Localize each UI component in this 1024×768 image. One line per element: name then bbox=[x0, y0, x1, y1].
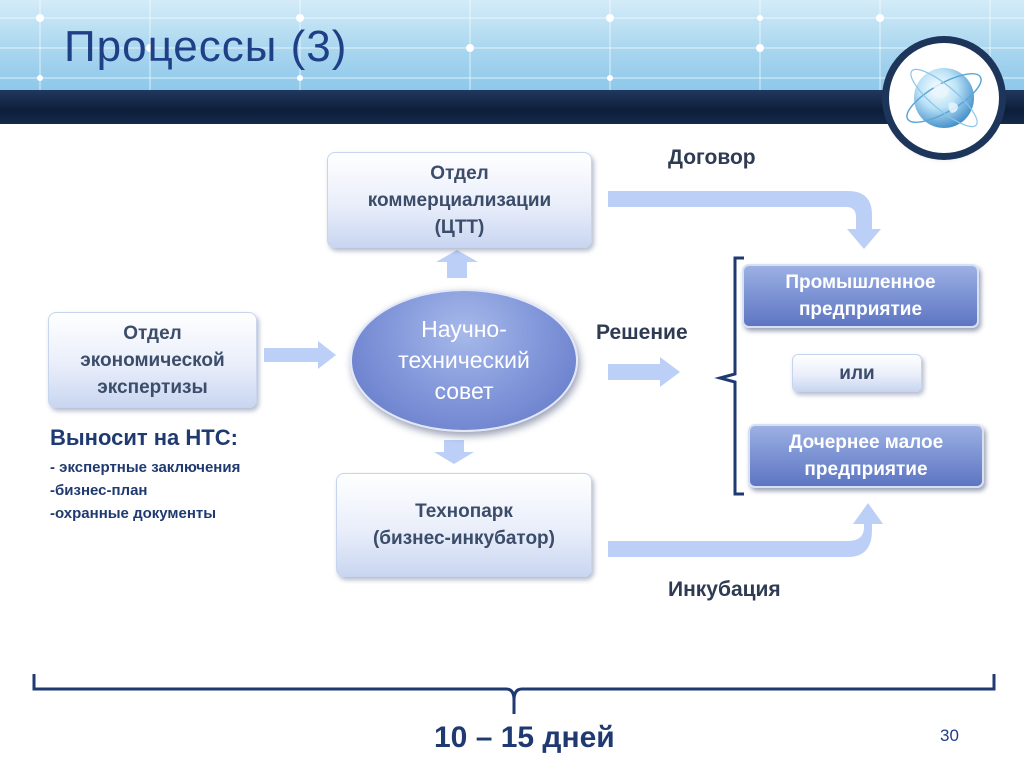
edge-label-contract: Договор bbox=[668, 146, 756, 169]
node-subsidiary-enterprise: Дочернее малое предприятие bbox=[748, 424, 984, 488]
node-commercialization: Отдел коммерциализации (ЦТТ) bbox=[327, 152, 592, 248]
node-subsidiary-enterprise-label: Дочернее малое предприятие bbox=[788, 432, 944, 480]
node-commercialization-label: Отдел коммерциализации (ЦТТ) bbox=[367, 162, 552, 238]
edge-label-decision: Решение bbox=[596, 321, 688, 344]
submission-heading: Выносит на НТС: bbox=[50, 425, 238, 450]
list-item: -бизнес-план bbox=[50, 482, 148, 499]
arrow-decision bbox=[608, 357, 680, 387]
node-economic-expertise: Отдел экономической экспертизы bbox=[48, 312, 257, 408]
arrow-council-to-technopark bbox=[434, 440, 474, 464]
node-industrial-enterprise: Промышленное предприятие bbox=[742, 264, 979, 328]
node-economic-expertise-label: Отдел экономической экспертизы bbox=[80, 322, 225, 398]
arrow-expertise-to-council bbox=[264, 341, 336, 369]
node-council-label: Научно- технический совет bbox=[398, 316, 530, 404]
arrow-council-to-commercialization bbox=[436, 250, 478, 278]
header-bar bbox=[0, 90, 1024, 124]
slide-title: Процессы (3) bbox=[64, 22, 348, 71]
node-technopark-label: Технопарк (бизнес-инкубатор) bbox=[372, 501, 555, 549]
node-council: Научно- технический совет bbox=[350, 289, 578, 432]
outcome-bracket bbox=[714, 256, 744, 496]
list-item: -охранные документы bbox=[50, 505, 217, 522]
node-technopark: Технопарк (бизнес-инкубатор) bbox=[336, 473, 592, 577]
globe-logo bbox=[889, 43, 999, 153]
timeline-brace bbox=[32, 674, 996, 714]
arrow-incubation bbox=[608, 503, 883, 557]
node-or: или bbox=[792, 354, 922, 392]
node-industrial-enterprise-label: Промышленное предприятие bbox=[785, 272, 936, 320]
arrow-contract bbox=[608, 191, 881, 249]
edge-label-incubation: Инкубация bbox=[668, 578, 781, 601]
timeline-duration: 10 – 15 дней bbox=[434, 721, 615, 754]
node-or-label: или bbox=[839, 362, 875, 384]
slide-header: Процессы (3) bbox=[0, 0, 1024, 90]
globe-icon bbox=[906, 68, 982, 128]
submission-list: - экспертные заключения -бизнес-план -ох… bbox=[50, 456, 240, 525]
page-number: 30 bbox=[940, 726, 959, 745]
list-item: - экспертные заключения bbox=[50, 459, 241, 476]
